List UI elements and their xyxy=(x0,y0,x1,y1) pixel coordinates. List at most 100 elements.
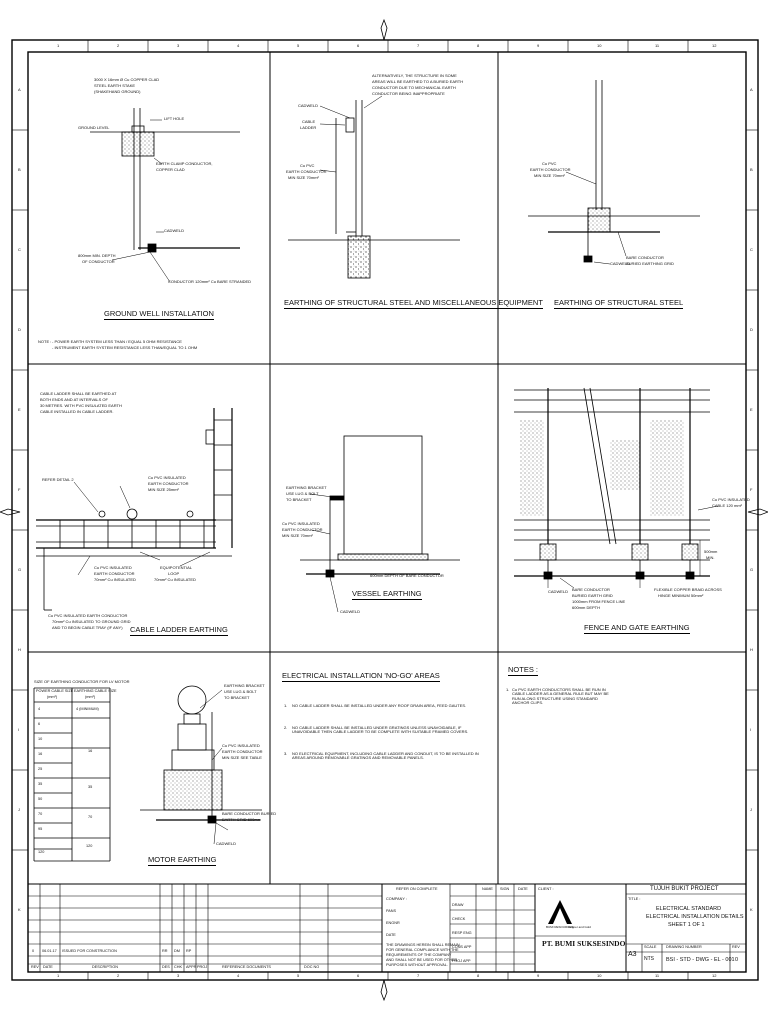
callout-stake-2: STEEL EARTH STAKE xyxy=(94,83,136,88)
callout-cadweld-3: CADWELD xyxy=(610,261,631,266)
zone-top-12: 12 xyxy=(712,43,717,48)
approval-draw: DRAW xyxy=(452,903,464,907)
callout-loop: LOOP xyxy=(168,571,180,576)
scale-label: SCALE xyxy=(644,945,657,949)
ground-well-title: GROUND WELL INSTALLATION xyxy=(104,309,214,320)
callout-refer-detail: REFER DETAIL 2 xyxy=(42,477,74,482)
title-block-grid xyxy=(28,884,746,972)
callout-alternative: ALTERNATIVELY, THE STRUCTURE IN SOME xyxy=(372,73,457,78)
cable-ladder-drawing xyxy=(36,408,233,611)
zone-top-2: 2 xyxy=(117,43,120,48)
zone-top-11: 11 xyxy=(655,43,660,48)
callout-fence-braid: FLEXIBLE COPPER BRAID ACROSS xyxy=(654,587,722,592)
zone-right-f: F xyxy=(750,487,753,492)
zone-bottom-6: 6 xyxy=(357,973,360,978)
callout-vessel-cadweld: CADWELD xyxy=(340,609,361,614)
zone-right-k: K xyxy=(750,907,753,912)
callout-ground-grid: Cu PVC INSULATED EARTH CONDUCTOR xyxy=(48,613,128,618)
structural-title: EARTHING OF STRUCTURAL STEEL xyxy=(554,298,684,309)
ladder-note-3: 30 METRES. WITH PVC INSULATED EARTH xyxy=(40,403,122,408)
signoff-note-5: PURPOSES WITHOUT APPROVAL. xyxy=(386,963,448,967)
zone-bottom-8: 8 xyxy=(477,973,480,978)
rev-col-rev: REV xyxy=(31,965,39,969)
motor-power-6: 6 xyxy=(38,722,41,726)
callout-ladder-conductor-2: EARTH CONDUCTOR xyxy=(94,571,135,576)
callout-earth-conductor: EARTH CONDUCTOR xyxy=(286,169,327,174)
approval-col-sign: SIGN xyxy=(500,887,510,891)
callout-grid: BURIED EARTHING GRID xyxy=(626,261,674,266)
centering-marks xyxy=(0,18,768,1002)
callout-alternative-2: AREAS WILL BE EARTHED TO A BURIED EARTH xyxy=(372,79,464,84)
zone-right-a: A xyxy=(750,87,753,92)
zone-right-j: J xyxy=(750,807,752,812)
zone-top-3: 3 xyxy=(177,43,180,48)
approval-col-date: DATE xyxy=(518,887,528,891)
zone-top-1: 1 xyxy=(57,43,60,48)
ground-well-note-label: NOTE : xyxy=(38,339,52,344)
zone-top-8: 8 xyxy=(477,43,480,48)
rev-row-rev: 0 xyxy=(32,949,35,953)
signoff-note-4: AND SHALL NOT BE USED FOR OTHER xyxy=(386,958,458,962)
zone-left-b: B xyxy=(18,167,21,172)
motor-power-25: 25 xyxy=(38,767,43,771)
signoff-date: DATE xyxy=(386,933,396,937)
zone-top-10: 10 xyxy=(597,43,602,48)
drawing-title-2: ELECTRICAL INSTALLATION DETAILS xyxy=(646,914,744,920)
vessel-title: VESSEL EARTHING xyxy=(352,589,422,600)
ground-well-drawing xyxy=(90,108,240,283)
rev-col-des: DES xyxy=(162,965,170,969)
callout-depth: 800mm MIN. DEPTH xyxy=(78,253,116,258)
rev-row-chk: DM xyxy=(174,949,180,953)
approval-proj-app: PROJ APP xyxy=(452,959,471,963)
callout-vessel-conductor: EARTH CONDUCTOR xyxy=(282,527,323,532)
zone-bottom-9: 9 xyxy=(537,973,540,978)
motor-power-95: 95 xyxy=(38,827,43,831)
motor-col2-unit: (mm²) xyxy=(85,695,96,699)
zone-left-k: K xyxy=(18,907,21,912)
callout-motor-lug: USE LUG & BOLT xyxy=(224,689,257,694)
callout-ladder-conductor: EARTH CONDUCTOR xyxy=(148,481,189,486)
zone-left-j: J xyxy=(18,807,20,812)
drawing-title-1: ELECTRICAL STANDARD xyxy=(656,906,722,912)
zone-right-b: B xyxy=(750,167,753,172)
motor-earth-16: 16 xyxy=(88,749,93,753)
approval-resp-eng: RESP ENG xyxy=(452,931,472,935)
approval-cons-app: CONS APP xyxy=(452,945,472,949)
signoff-company: COMPANY : xyxy=(386,897,407,901)
rev-value: 0 xyxy=(735,957,739,963)
zone-right-c: C xyxy=(750,247,753,252)
callout-ground-level: GROUND LEVEL xyxy=(78,125,110,130)
callout-ladder-70: 70mm² Cu INSULATED xyxy=(94,577,136,582)
structural-misc-title: EARTHING OF STRUCTURAL STEEL AND MISCELL… xyxy=(284,298,543,309)
no-go-item-1: NO CABLE LADDER SHALL BE INSTALLED UNDER… xyxy=(292,703,467,708)
no-go-num-2: 2. xyxy=(284,725,288,730)
rev-row-desc: ISSUED FOR CONSTRUCTION xyxy=(62,949,117,953)
callout-vessel-depth: 600mm DEPTH OF BARE CONDUCTOR xyxy=(370,573,444,578)
callout-clamp: EARTH CLAMP CONDUCTOR, xyxy=(156,161,213,166)
rev-row-appr: RP xyxy=(186,949,192,953)
rev-col-date: DATE xyxy=(43,965,53,969)
callout-min-size-3: MIN SIZE 70mm² xyxy=(534,173,565,178)
callout-fence-depth: 600mm DEPTH xyxy=(572,605,601,610)
callout-vessel-to: TO BRACKET xyxy=(286,497,312,502)
callout-fence-cadweld: CADWELD xyxy=(548,589,569,594)
motor-table-title: SIZE OF EARTHING CONDUCTOR FOR LV MOTOR xyxy=(34,679,130,684)
zone-right-e: E xyxy=(750,407,753,412)
motor-power-16: 16 xyxy=(38,752,43,756)
ladder-note-1: CABLE LADDER SHALL BE EARTHED AT xyxy=(40,391,117,396)
rev-label: REV xyxy=(732,945,740,949)
zone-bottom-10: 10 xyxy=(597,973,602,978)
zone-left-d: D xyxy=(18,327,21,332)
motor-power-35: 35 xyxy=(38,782,43,786)
logo-subtext: Copper and Gold xyxy=(568,925,591,929)
callout-fence-min: MIN. xyxy=(706,555,715,560)
callout-loop-70: 70mm² Cu INSULATED xyxy=(154,577,196,582)
zone-bottom-7: 7 xyxy=(417,973,420,978)
rev-row-des: RR xyxy=(162,949,168,953)
rev-row-date: 06.01.17 xyxy=(42,949,57,953)
callout-ladder-min: MIN SIZE 25mm² xyxy=(148,487,179,492)
zone-right-h: H xyxy=(750,647,753,652)
approval-check: CHECK xyxy=(452,917,466,921)
callout-earth-conductor-3: EARTH CONDUCTOR xyxy=(530,167,571,172)
